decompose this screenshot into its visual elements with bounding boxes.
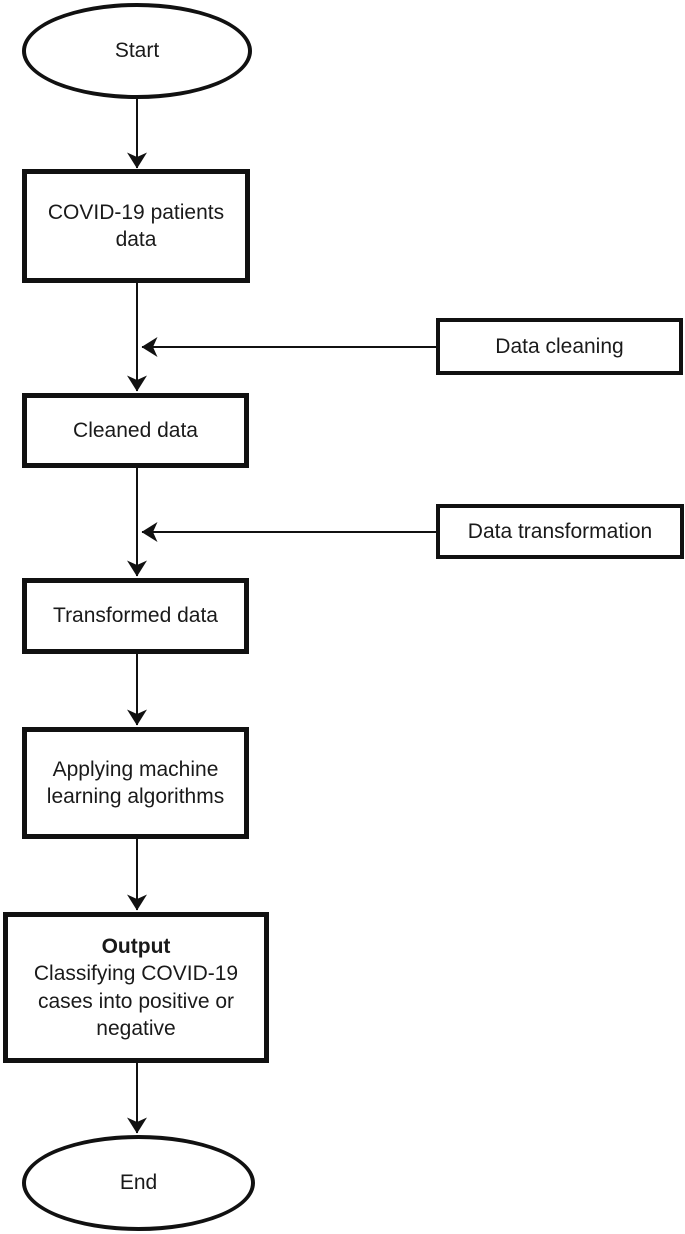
data-cleaning-label: Data cleaning <box>495 334 624 358</box>
data-cleaning-node: Data cleaning <box>436 318 683 375</box>
start-node: Start <box>22 3 252 99</box>
data-transformation-label: Data transformation <box>467 519 653 543</box>
output-title: Output <box>101 934 171 958</box>
output-node: Output Classifying COVID-19 cases into p… <box>3 912 269 1063</box>
start-label: Start <box>114 39 160 63</box>
end-node: End <box>22 1135 255 1231</box>
cleaned-data-label: Cleaned data <box>73 418 198 442</box>
covid-patients-data-node: COVID-19 patients data <box>22 169 250 283</box>
applying-ml-node: Applying machine learning algorithms <box>22 727 249 839</box>
applying-ml-label: Applying machine learning algorithms <box>46 757 225 808</box>
cleaned-data-node: Cleaned data <box>22 393 249 468</box>
end-label: End <box>119 1171 158 1195</box>
output-label: Classifying COVID-19 cases into positive… <box>33 962 239 1040</box>
covid-patients-data-label: COVID-19 patients data <box>47 200 225 251</box>
transformed-data-node: Transformed data <box>22 578 249 654</box>
transformed-data-label: Transformed data <box>53 604 218 628</box>
data-transformation-node: Data transformation <box>436 504 684 559</box>
